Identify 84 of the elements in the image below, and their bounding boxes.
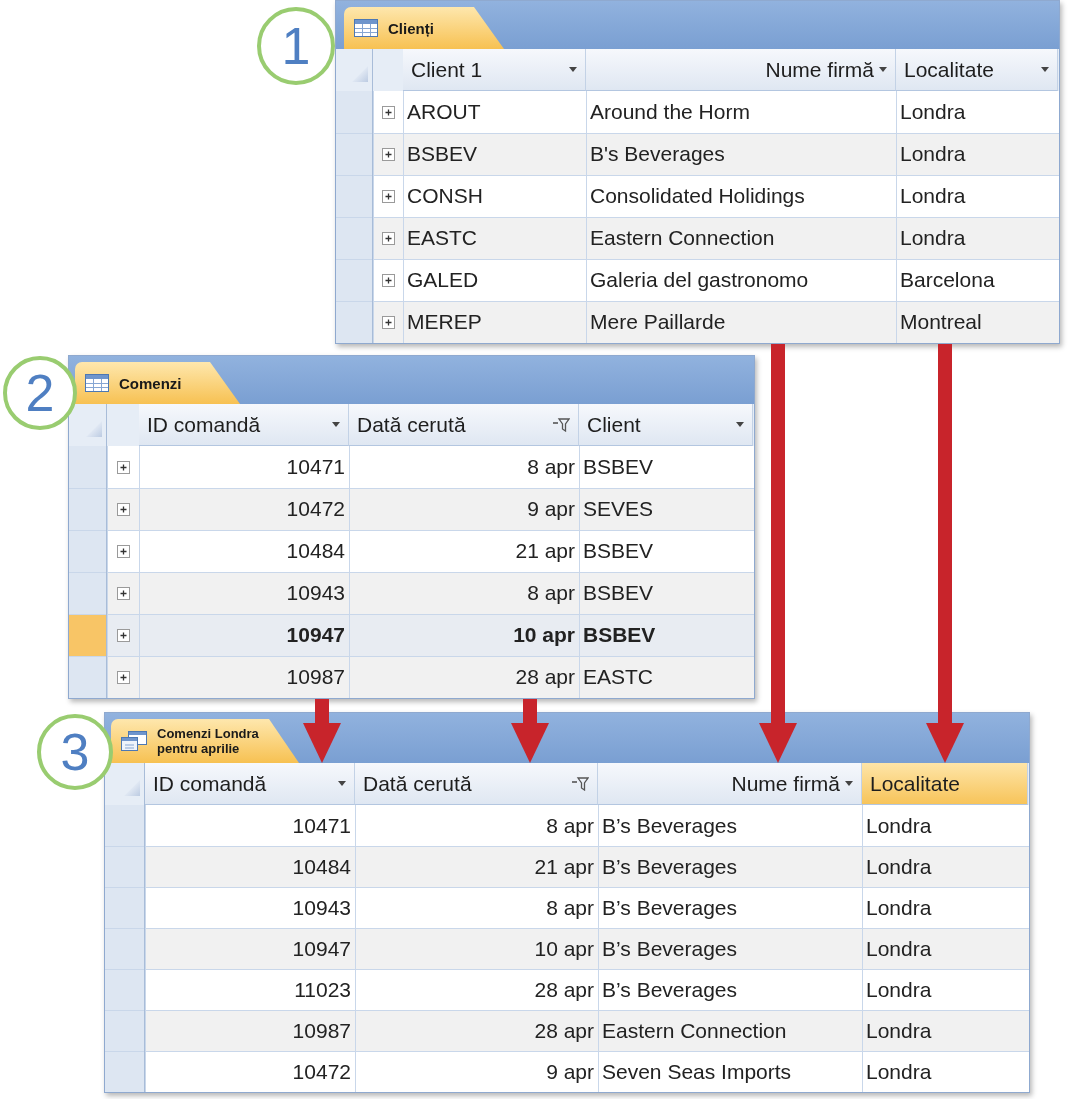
table-cell: 10947 [286, 623, 345, 647]
table-tab: Comenzi Londra pentru aprilie [111, 719, 299, 763]
table-cell: GALED [407, 268, 479, 292]
table-cell: Londra [866, 1059, 932, 1084]
arrow [303, 699, 341, 763]
table-cell: 21 apr [534, 854, 594, 879]
table-cell: BSBEV [407, 142, 478, 166]
column-header: Nume firmă [586, 49, 896, 91]
column-header: Nume firmă [598, 763, 862, 805]
table-cell: Londra [866, 895, 932, 920]
table-cell: 10472 [286, 497, 345, 521]
table-cell: 10471 [292, 813, 351, 838]
table-cell: BSBEV [583, 539, 654, 563]
column-header: Dată cerută [349, 404, 579, 446]
table-cell: Londra [900, 142, 966, 166]
table-cell: B's Beverages [590, 142, 725, 166]
table-cell: 8 apr [527, 455, 575, 479]
arrow [511, 699, 549, 763]
table-cell: BSBEV [583, 455, 654, 479]
arrow [759, 344, 797, 763]
table-cell: Seven Seas Imports [602, 1059, 792, 1084]
table-cell: 10943 [286, 581, 345, 605]
table-tab: Clienți [344, 7, 504, 49]
table-cell: Eastern Connection [602, 1018, 787, 1043]
table-cell: Londra [866, 813, 932, 838]
table-cell: 28 apr [534, 1018, 594, 1043]
table-cell: 10472 [292, 1059, 351, 1084]
table-cell: B’s Beverages [602, 813, 738, 838]
table-cell: B’s Beverages [602, 977, 738, 1002]
table-tab: Comenzi [75, 362, 240, 404]
table-cell: Mere Paillarde [590, 310, 726, 334]
table-cell: Consolidated Holidings [590, 184, 805, 208]
callout-number: 2 [3, 356, 77, 430]
callout-number: 3 [37, 714, 113, 790]
table-cell: 10943 [292, 895, 351, 920]
column-header: Client [579, 404, 753, 446]
table-cell: Londra [866, 1018, 932, 1043]
table-cell: B’s Beverages [602, 936, 738, 961]
table-cell: B’s Beverages [602, 895, 738, 920]
table-cell: 10471 [286, 455, 345, 479]
table-cell: 10484 [286, 539, 345, 563]
table-cell: 9 apr [546, 1059, 594, 1084]
arrow [926, 344, 964, 763]
table-cell: 28 apr [515, 665, 575, 689]
table-cell: EASTC [583, 665, 653, 689]
table-cell: Galeria del gastronomo [590, 268, 809, 292]
table-cell: Londra [866, 977, 932, 1002]
table-cell: 10987 [286, 665, 345, 689]
table-cell: 10484 [292, 854, 351, 879]
column-header: Client 1 [403, 49, 586, 91]
column-header: ID comandă [139, 404, 349, 446]
table-cell: Eastern Connection [590, 226, 775, 250]
table-cell: MEREP [407, 310, 482, 334]
table-cell: CONSH [407, 184, 483, 208]
callout-number: 1 [257, 7, 335, 85]
table-cell: Londra [866, 854, 932, 879]
table-cell: 10 apr [534, 936, 594, 961]
table-cell: BSBEV [583, 623, 656, 647]
column-header: Dată cerută [355, 763, 598, 805]
table-cell: Montreal [900, 310, 982, 334]
table-cell: Around the Horm [590, 100, 750, 124]
table-cell: Londra [866, 936, 932, 961]
table-cell: 28 apr [534, 977, 594, 1002]
table-cell: 8 apr [527, 581, 575, 605]
column-header: Localitate [896, 49, 1058, 91]
column-header: ID comandă [145, 763, 355, 805]
table-cell: Barcelona [900, 268, 995, 292]
table-cell: 9 apr [527, 497, 575, 521]
table-cell: SEVES [583, 497, 654, 521]
table-cell: 8 apr [546, 895, 594, 920]
table-cell: B’s Beverages [602, 854, 738, 879]
table-cell: Londra [900, 226, 966, 250]
table-cell: Londra [900, 100, 966, 124]
table-cell: Londra [900, 184, 966, 208]
column-header: Localitate [862, 763, 1028, 805]
table-cell: EASTC [407, 226, 477, 250]
table-cell: AROUT [407, 100, 481, 124]
table-cell: 10947 [292, 936, 351, 961]
table-cell: 8 apr [546, 813, 594, 838]
table-cell: 11023 [294, 977, 351, 1002]
table-cell: BSBEV [583, 581, 654, 605]
table-cell: 21 apr [515, 539, 575, 563]
table-cell: 10 apr [513, 623, 575, 647]
table-cell: 10987 [292, 1018, 351, 1043]
